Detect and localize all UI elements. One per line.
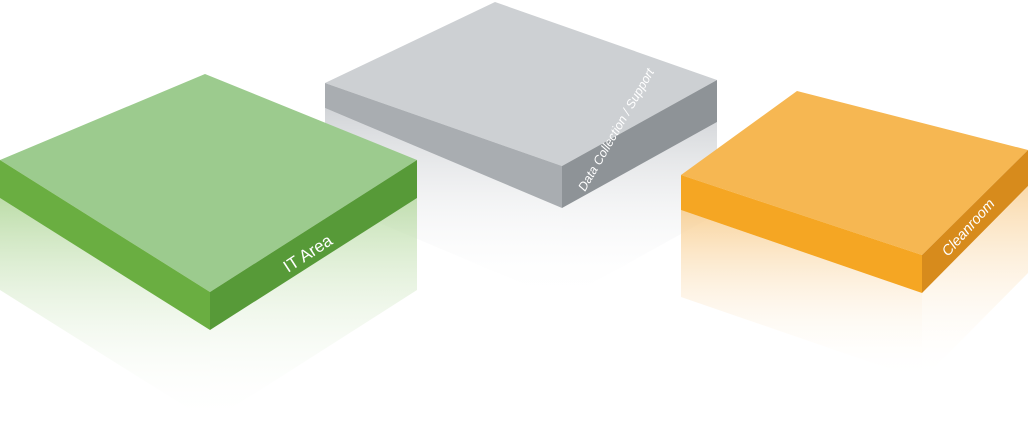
block-cleanroom-top xyxy=(681,91,1028,255)
block-it-area-side xyxy=(210,160,417,330)
block-data-collection-side xyxy=(562,80,717,208)
block-cleanroom-side xyxy=(922,150,1028,293)
block-data-collection-front xyxy=(325,83,562,208)
block-cleanroom-reflection-front xyxy=(681,210,922,380)
block-cleanroom-front xyxy=(681,175,922,293)
block-cleanroom-reflection-side xyxy=(922,186,1028,380)
block-cleanroom: Cleanroom xyxy=(681,91,1028,380)
block-it-area-front xyxy=(0,160,210,330)
block-data-collection-reflection-side xyxy=(562,122,717,300)
block-data-collection-top xyxy=(325,2,717,166)
block-it-area-reflection-front xyxy=(0,198,210,422)
block-it-area-top xyxy=(0,74,417,292)
block-it-area: IT Area xyxy=(0,74,417,422)
block-it-area-reflection-side xyxy=(210,198,417,422)
